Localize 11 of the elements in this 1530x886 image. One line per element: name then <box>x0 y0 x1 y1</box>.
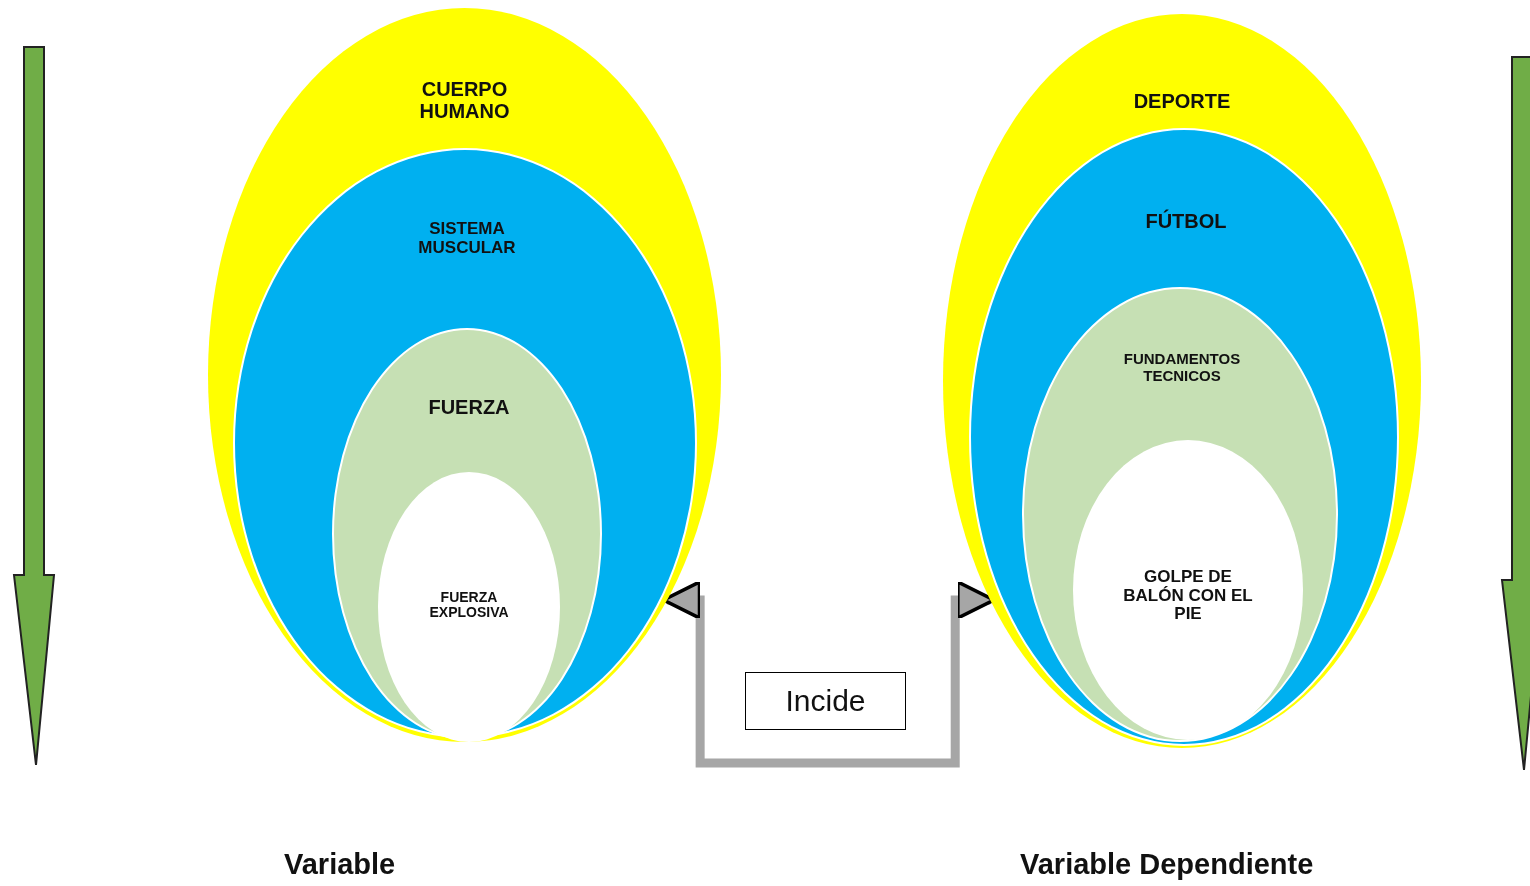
ellipse-label: DEPORTE <box>1133 90 1231 112</box>
ellipse-label: FUERZA <box>428 396 510 418</box>
ellipse-label: FUERZA EXPLOSIVA <box>428 590 510 621</box>
ellipse-label: FUNDAMENTOS TECNICOS <box>1122 351 1242 384</box>
ellipse-label: FÚTBOL <box>1145 210 1227 232</box>
ellipse-label: SISTEMA MUSCULAR <box>417 220 517 258</box>
caption-text: Variable Dependiente <box>1020 848 1314 881</box>
ellipse-label: GOLPE DE BALÓN CON EL PIE <box>1123 568 1253 625</box>
caption-text: Variable <box>284 848 396 881</box>
ellipse-label: CUERPO HUMANO <box>418 78 511 122</box>
edge-label: Incide <box>745 672 906 730</box>
